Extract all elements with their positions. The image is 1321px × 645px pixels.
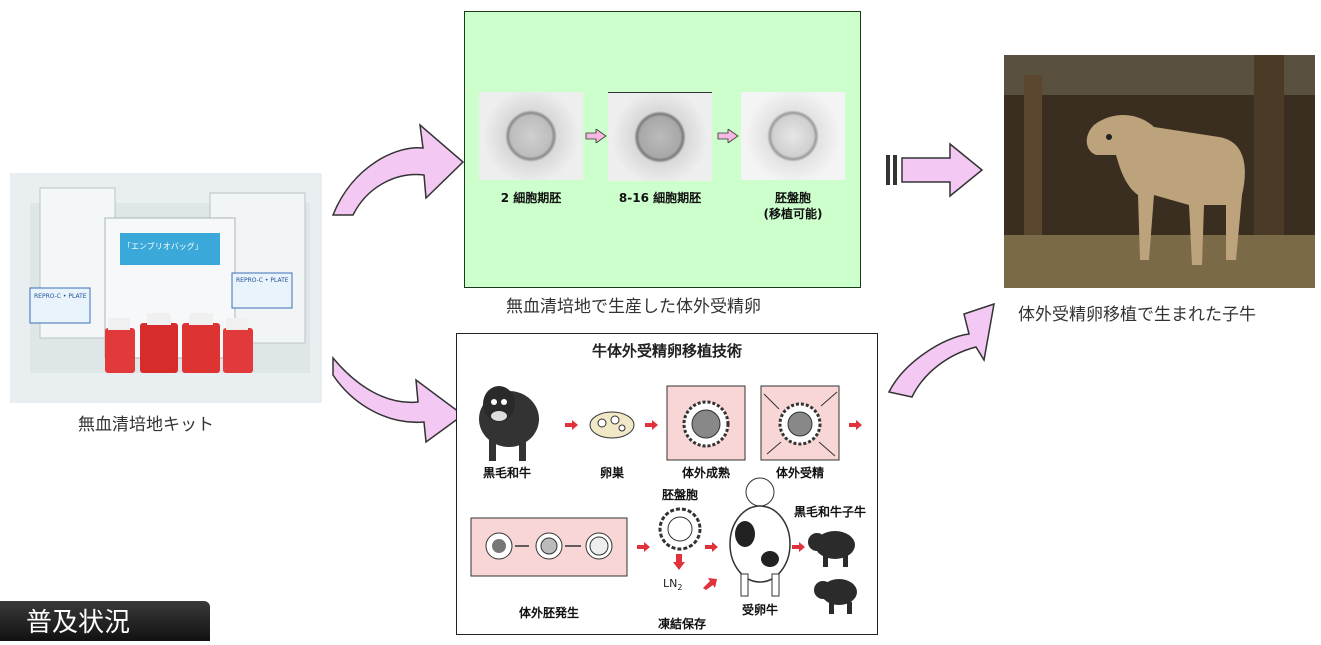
step-fertilization-label: 体外受精	[775, 466, 824, 480]
stage-label-2cell: 2 細胞期胚	[500, 191, 562, 205]
calf-photo	[1004, 55, 1315, 288]
small-arrow-icon	[717, 129, 739, 143]
red-arrow-icon	[705, 542, 718, 552]
calf-caption: 体外受精卵移植で生まれた子牛	[1018, 305, 1256, 325]
maturation-dish-icon	[666, 385, 746, 461]
development-dish-icon	[470, 517, 628, 577]
embryo-caption: 無血清培地で生産した体外受精卵	[506, 297, 761, 317]
frozen-storage-label: 凍結保存	[657, 617, 706, 631]
step-maturation-label: 体外成熟	[681, 466, 730, 480]
fertilization-dish-icon	[760, 385, 840, 461]
black-calves-icon	[808, 531, 857, 614]
red-down-arrow-icon	[673, 554, 685, 570]
technique-panel: 牛体外受精卵移植技術 黒毛和牛 卵巣 体外成熟 体外受精	[456, 333, 878, 635]
step-cow-label: 黒毛和牛	[482, 466, 531, 480]
step-development-label: 体外胚発生	[518, 606, 579, 620]
calves-label: 黒毛和牛子牛	[793, 505, 866, 519]
step-ovary-label: 卵巣	[599, 466, 624, 480]
curved-arrow-up-icon	[331, 123, 465, 216]
stage-label-blastocyst: 胚盤胞	[774, 191, 811, 205]
curved-arrow-right-up-icon	[887, 302, 995, 398]
embryo-image-2cell	[479, 92, 583, 180]
embryo-image-8-16cell	[608, 92, 712, 181]
ovary-icon	[589, 411, 635, 439]
red-arrow-icon	[849, 420, 862, 430]
blastocyst-icon	[658, 507, 702, 551]
recipient-cow-icon	[729, 477, 791, 597]
stage-label-transferable: (移植可能)	[763, 207, 823, 221]
kit-caption: 無血清培地キット	[78, 415, 214, 435]
red-arrow-icon	[703, 578, 717, 590]
status-badge: 普及状況	[0, 601, 210, 641]
small-arrow-icon	[585, 129, 607, 143]
stage-label-8-16cell: 8-16 細胞期胚	[618, 191, 702, 205]
red-arrow-icon	[637, 542, 650, 552]
red-arrow-icon	[645, 420, 658, 430]
equals-arrow-icon	[886, 142, 984, 198]
technique-title: 牛体外受精卵移植技術	[591, 342, 742, 360]
curved-arrow-down-icon	[332, 355, 465, 444]
recipient-label: 受卵牛	[741, 603, 778, 617]
ln2-label: LN2	[663, 577, 683, 593]
kit-plate-label-left: REPRO-C • PLATE	[34, 293, 87, 300]
embryo-image-blastocyst	[741, 92, 845, 180]
blastocyst-label: 胚盤胞	[661, 488, 698, 502]
black-cow-icon	[479, 386, 539, 461]
kit-bag-label: 「エンブリオバッグ」	[123, 242, 203, 251]
kit-photo: 「エンブリオバッグ」 REPRO-C • PLATE REPRO-C • PLA…	[10, 173, 322, 403]
kit-plate-label-right: REPRO-C • PLATE	[236, 277, 289, 284]
red-arrow-icon	[792, 542, 805, 552]
red-arrow-icon	[565, 420, 578, 430]
embryo-panel: 2 細胞期胚 8-16 細胞期胚 胚盤胞 (移植可能)	[464, 11, 861, 288]
